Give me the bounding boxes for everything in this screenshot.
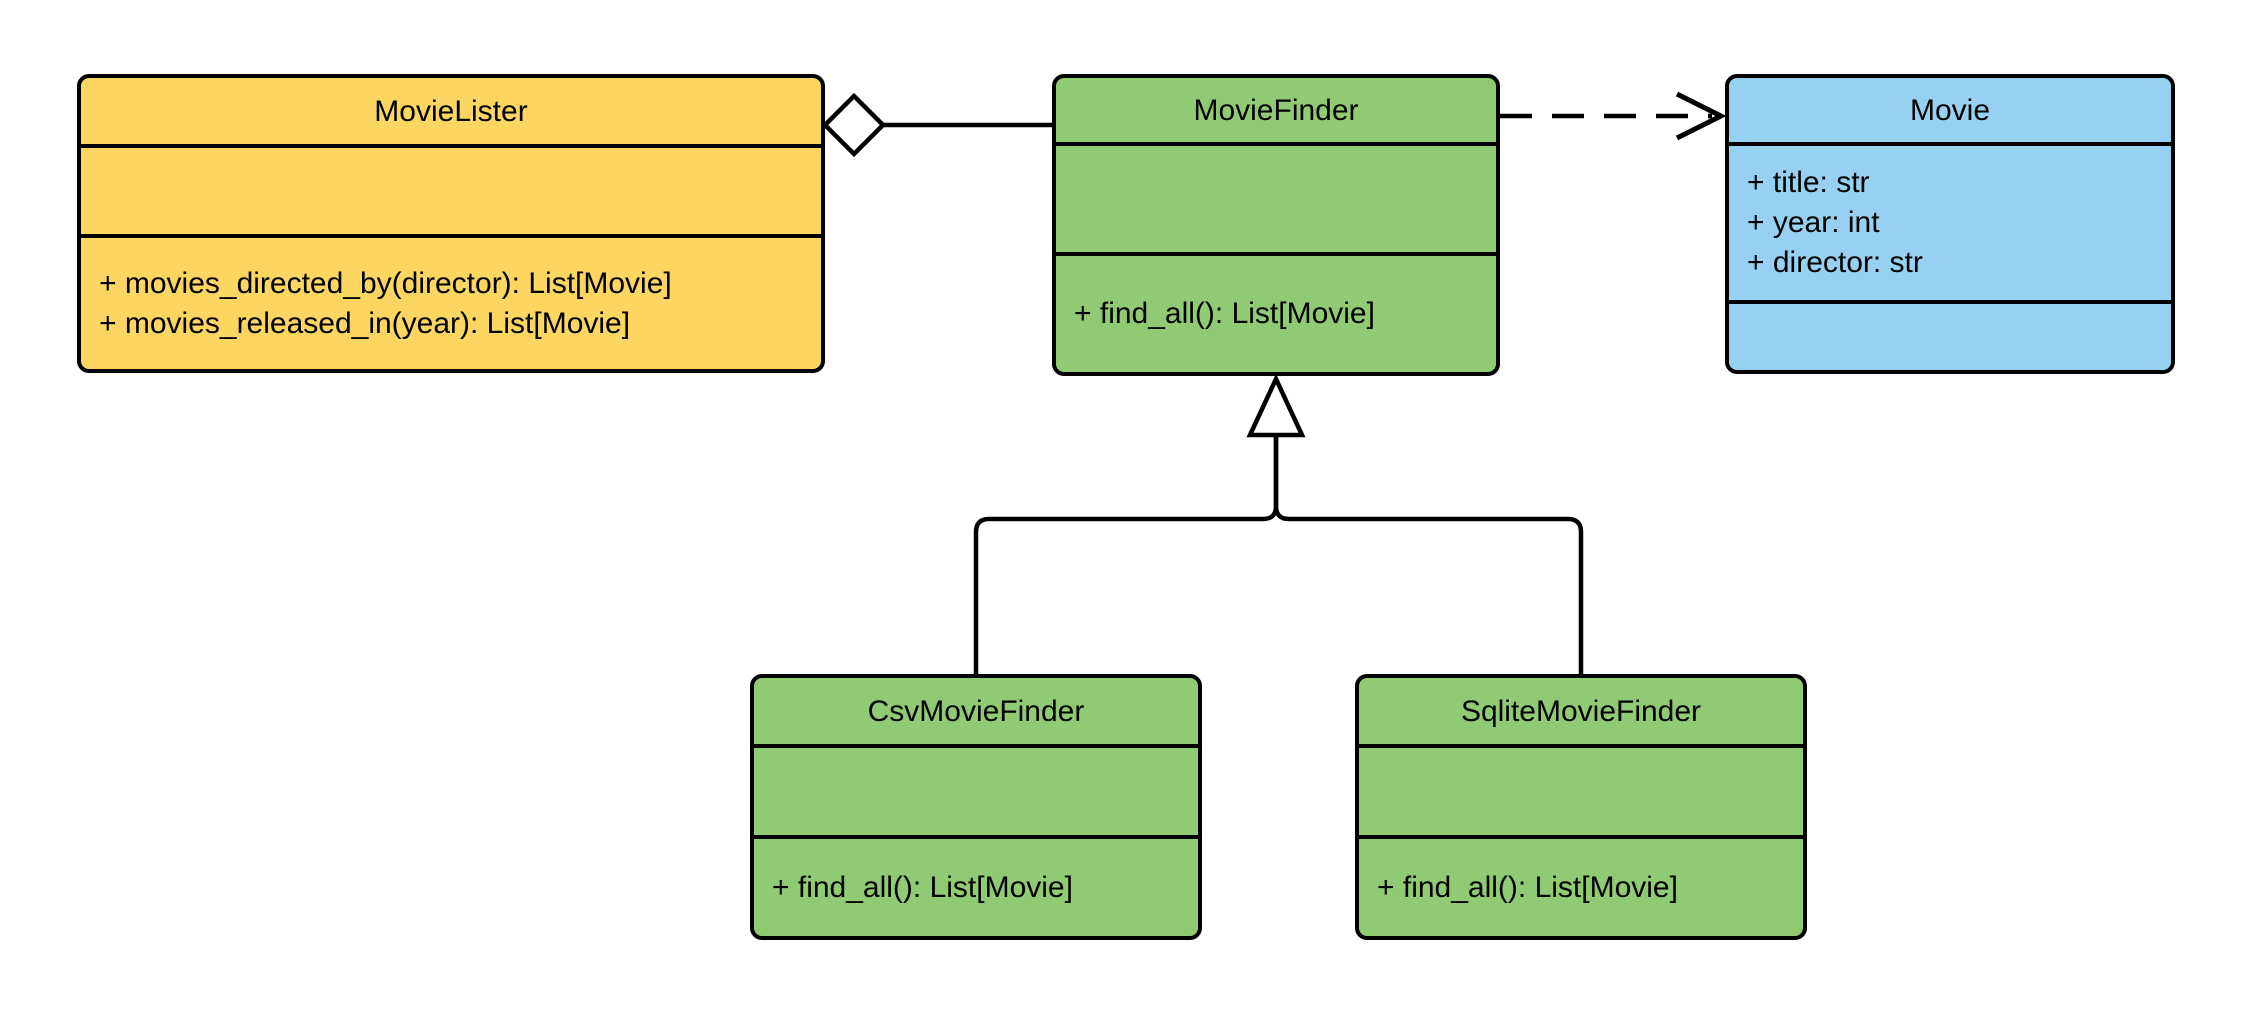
class-sqlitemoviefinder-title: SqliteMovieFinder <box>1359 678 1803 748</box>
method-label: + find_all(): List[Movie] <box>1074 297 1375 330</box>
inheritance-line-csvmoviefinder[interactable] <box>973 435 1279 676</box>
inheritance-connectors[interactable] <box>973 373 1584 676</box>
class-moviefinder[interactable]: MovieFinder + find_all(): List[Movie] <box>1052 74 1500 376</box>
class-movie-attributes-compartment: + title: str + year: int + director: str <box>1729 146 2171 304</box>
class-movielister-methods-compartment: + movies_directed_by(director): List[Mov… <box>81 238 821 369</box>
dependency-arrowhead-icon <box>1675 91 1727 141</box>
class-sqlitemoviefinder-methods-compartment: + find_all(): List[Movie] <box>1359 839 1803 936</box>
class-movielister-attributes-compartment <box>81 148 821 238</box>
class-csvmoviefinder[interactable]: CsvMovieFinder + find_all(): List[Movie] <box>750 674 1202 940</box>
class-sqlitemoviefinder[interactable]: SqliteMovieFinder + find_all(): List[Mov… <box>1355 674 1807 940</box>
class-movie[interactable]: Movie + title: str + year: int + directo… <box>1725 74 2175 374</box>
attribute-label: + year: int <box>1747 206 1880 239</box>
method-label: + movies_released_in(year): List[Movie] <box>99 306 631 340</box>
class-csvmoviefinder-attributes-compartment <box>754 748 1198 839</box>
attribute-label: + title: str <box>1747 166 1870 199</box>
class-movielister-title: MovieLister <box>81 78 821 148</box>
class-csvmoviefinder-title: CsvMovieFinder <box>754 678 1198 748</box>
method-label: + movies_directed_by(director): List[Mov… <box>99 266 672 300</box>
class-moviefinder-methods-compartment: + find_all(): List[Movie] <box>1056 256 1496 372</box>
inheritance-line-sqlitemoviefinder[interactable] <box>1273 435 1584 676</box>
class-movie-title: Movie <box>1729 78 2171 146</box>
class-moviefinder-attributes-compartment <box>1056 146 1496 256</box>
class-movie-methods-compartment <box>1729 304 2171 370</box>
aggregation-movielister-moviefinder[interactable] <box>821 92 1052 158</box>
dependency-moviefinder-movie[interactable] <box>1500 91 1727 141</box>
class-movielister[interactable]: MovieLister + movies_directed_by(directo… <box>77 74 825 373</box>
class-moviefinder-title: MovieFinder <box>1056 78 1496 146</box>
method-label: + find_all(): List[Movie] <box>1377 870 1678 904</box>
inheritance-triangle-icon <box>1246 373 1306 438</box>
class-csvmoviefinder-methods-compartment: + find_all(): List[Movie] <box>754 839 1198 936</box>
aggregation-diamond-icon <box>821 92 887 158</box>
method-label: + find_all(): List[Movie] <box>772 870 1073 904</box>
attribute-label: + director: str <box>1747 246 1923 279</box>
class-sqlitemoviefinder-attributes-compartment <box>1359 748 1803 839</box>
